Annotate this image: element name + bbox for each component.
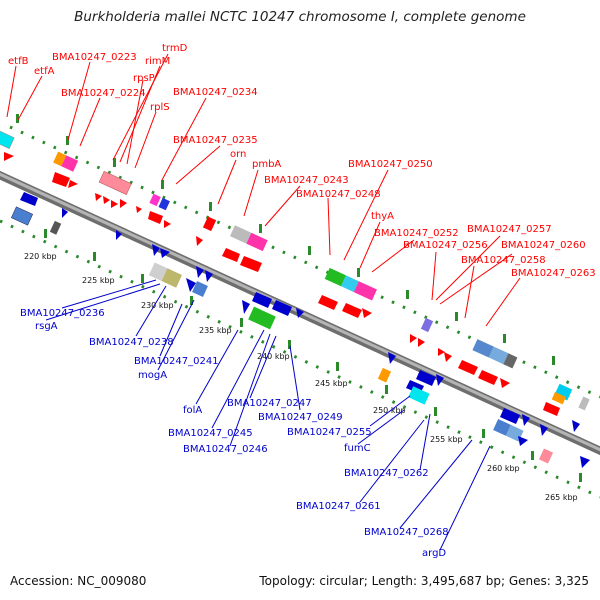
kbp-label: 265 kbp (545, 493, 578, 502)
forward-genes (0, 129, 590, 416)
gene-label: BMA10247_0255 (287, 427, 372, 438)
gene-label: BMA10247_0258 (461, 255, 546, 266)
kbp-label: 230 kbp (141, 301, 174, 310)
forward-gene-labels: etfB etfA BMA10247_0223 trmD rimM rpsP B… (8, 43, 596, 279)
reverse-leaders (45, 279, 491, 551)
gene-label: BMA10247_0235 (173, 135, 258, 146)
ruler-lower (0, 219, 600, 499)
gene-label: BMA10247_0224 (61, 88, 146, 99)
topology-text: Topology: circular; Length: 3,495,687 bp… (259, 574, 589, 588)
gene-label: rplS (150, 102, 170, 113)
gene-label: BMA10247_0252 (374, 228, 459, 239)
gene-label: argD (422, 548, 446, 559)
gene-label: fumC (344, 443, 371, 454)
kbp-label: 245 kbp (315, 379, 348, 388)
kbp-label: 250 kbp (373, 406, 406, 415)
accession-text: Accession: NC_009080 (10, 574, 147, 588)
gene-label: rsgA (35, 321, 58, 332)
gene-label: trmD (162, 43, 188, 54)
gene-label: BMA10247_0246 (183, 444, 268, 455)
gene-label: BMA10247_0234 (173, 87, 258, 98)
gene-label: BMA10247_0256 (403, 240, 488, 251)
gene-label: thyA (371, 211, 394, 222)
reverse-genes (10, 192, 590, 468)
gene-label: BMA10247_0248 (296, 189, 381, 200)
gene-label: BMA10247_0247 (227, 398, 312, 409)
gene-label: BMA10247_0243 (264, 175, 349, 186)
gene-label: etfA (34, 66, 55, 77)
forward-leaders (6, 53, 521, 327)
gene-label: BMA10247_0241 (134, 356, 219, 367)
gene-label: BMA10247_0268 (364, 527, 449, 538)
gene-label: BMA10247_0223 (52, 52, 137, 63)
kbp-label: 235 kbp (199, 326, 232, 335)
kbp-label: 225 kbp (82, 276, 115, 285)
gene-label: rpsP (133, 73, 155, 84)
kbp-label: 240 kbp (257, 352, 290, 361)
gene-label: BMA10247_0261 (296, 501, 381, 512)
reverse-gene-labels: BMA10247_0236 rsgA BMA10247_0238 BMA1024… (20, 308, 449, 559)
gene-label: etfB (8, 56, 29, 67)
ruler-ticks (16, 114, 582, 482)
gene-label: BMA10247_0263 (511, 268, 596, 279)
gene-label: BMA10247_0245 (168, 428, 253, 439)
gene-label: BMA10247_0257 (467, 224, 552, 235)
gene-label: BMA10247_0236 (20, 308, 105, 319)
gene-label: BMA10247_0250 (348, 159, 433, 170)
gene-label: BMA10247_0238 (89, 337, 174, 348)
kbp-label: 260 kbp (487, 464, 520, 473)
gene-label: mogA (138, 370, 167, 381)
kbp-labels: 220 kbp 225 kbp 230 kbp 235 kbp 240 kbp … (24, 252, 578, 502)
gene-label: BMA10247_0249 (258, 412, 343, 423)
map-title: Burkholderia mallei NCTC 10247 chromosom… (74, 9, 526, 25)
kbp-label: 255 kbp (430, 435, 463, 444)
kbp-label: 220 kbp (24, 252, 57, 261)
gene-label: BMA10247_0262 (344, 468, 429, 479)
gene-label: BMA10247_0260 (501, 240, 586, 251)
gene-label: rimM (145, 56, 170, 67)
gene-label: orn (230, 149, 246, 160)
gene-label: folA (183, 405, 202, 416)
gene-label: pmbA (252, 159, 281, 170)
